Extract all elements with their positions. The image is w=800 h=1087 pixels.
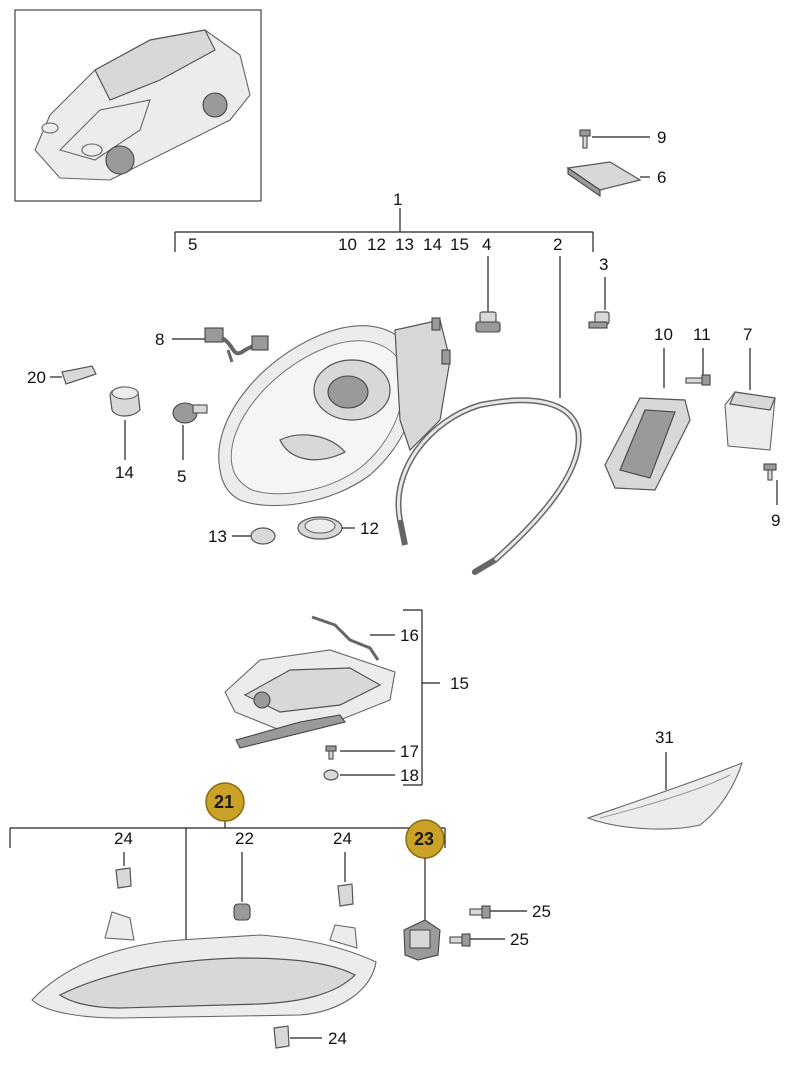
label-13: 13: [208, 527, 227, 546]
assembly-bracket-21: [9, 818, 446, 940]
side-marker-icon-31: [586, 762, 743, 830]
label-17: 17: [400, 742, 419, 761]
label-24-b: 24: [333, 829, 352, 848]
module-icon-6: [566, 161, 642, 198]
screw-icon-9-top: [579, 129, 591, 149]
label-11: 11: [693, 325, 711, 344]
bulb-icon-20: [61, 365, 97, 385]
badge-23: 23: [405, 819, 445, 859]
label-12-top: 12: [367, 235, 386, 254]
wire-icon-16: [311, 615, 380, 661]
wiring-connector-icon-8: [204, 327, 269, 363]
bumper-light-icon-21: [31, 911, 377, 1019]
label-1: 1: [393, 190, 402, 209]
label-7: 7: [743, 325, 752, 344]
clip-icon-24-a: [115, 867, 132, 889]
label-9-top: 9: [657, 128, 666, 147]
screw-icon-17: [325, 745, 337, 760]
screw-icon-25-a: [469, 905, 491, 919]
label-20: 20: [27, 368, 46, 387]
cover-icon-12: [297, 516, 343, 540]
label-3: 3: [599, 255, 608, 274]
label-5-top: 5: [188, 235, 197, 254]
bulb-holder-icon-23: [403, 919, 441, 961]
label-15: 15: [450, 674, 469, 693]
label-4: 4: [482, 235, 491, 254]
clip-icon-24-c: [273, 1025, 290, 1049]
car-thumbnail: [14, 9, 262, 202]
label-14-top: 14: [423, 235, 442, 254]
label-5: 5: [177, 467, 186, 486]
badge-23-label: 23: [414, 829, 434, 849]
cap-icon-13: [250, 527, 276, 545]
label-18: 18: [400, 766, 419, 785]
control-unit-icon-10: [604, 397, 691, 491]
label-22: 22: [235, 829, 254, 848]
label-10-top: 10: [338, 235, 357, 254]
label-6: 6: [657, 168, 666, 187]
label-24-a: 24: [114, 829, 133, 848]
clip-icon-24-b: [337, 883, 354, 907]
socket-icon-14: [109, 386, 141, 417]
label-25-a: 25: [532, 902, 551, 921]
badge-21-label: 21: [214, 792, 234, 812]
screw-icon-9-bottom: [763, 463, 777, 481]
screw-icon-11: [685, 374, 711, 386]
label-24-c: 24: [328, 1029, 347, 1048]
label-14: 14: [115, 463, 134, 482]
label-2: 2: [553, 235, 562, 254]
clip-icon-3: [588, 311, 610, 329]
assembly-bracket-1: [174, 208, 594, 252]
bulb-icon-5: [172, 402, 208, 424]
label-8: 8: [155, 330, 164, 349]
badge-21: 21: [205, 782, 245, 822]
label-13-top: 13: [395, 235, 414, 254]
headlight-housing: [218, 317, 451, 507]
label-16: 16: [400, 626, 419, 645]
screw-icon-25-b: [449, 933, 471, 947]
nut-icon-18: [323, 769, 339, 781]
label-12: 12: [360, 519, 379, 538]
module-icon-7: [724, 391, 776, 451]
label-25-b: 25: [510, 930, 529, 949]
label-31: 31: [655, 728, 674, 747]
label-15-top: 15: [450, 235, 469, 254]
grommet-icon-22: [233, 903, 251, 921]
bulb-icon-4: [475, 311, 501, 333]
label-9-bottom: 9: [771, 511, 780, 530]
label-10: 10: [654, 325, 673, 344]
bracket-assembly-15: [224, 649, 396, 749]
seal-ring-2: [395, 397, 582, 575]
